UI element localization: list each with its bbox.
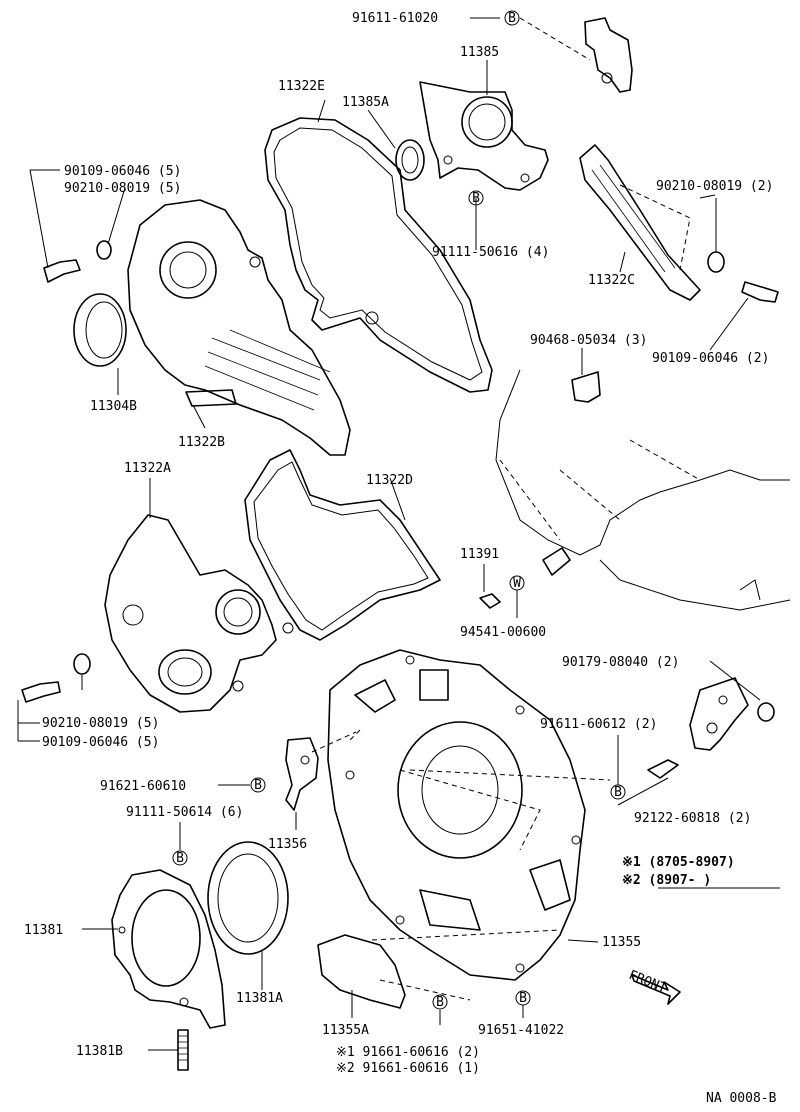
label-90109-06046-2: 90109-06046 (2) (652, 351, 769, 366)
part-upper-timing-cover (127, 199, 351, 456)
part-11322A-lower-cover (104, 514, 294, 713)
svg-text:B: B (176, 851, 184, 866)
label-11322B: 11322B (178, 435, 225, 450)
label-11322E: 11322E (278, 79, 325, 94)
legend-row-1: ※1 (8705-8907) (622, 855, 735, 870)
part-11355-end-plate (327, 649, 586, 981)
label-91111-50616-4: 91111-50616 (4) (432, 245, 549, 260)
label-11355: 11355 (602, 935, 641, 950)
bolt-right (741, 281, 779, 303)
label-90468-05034-3: 90468-05034 (3) (530, 333, 647, 348)
label-11391: 11391 (460, 547, 499, 562)
bolt-left-lower (21, 681, 61, 703)
label-90210-08019-5-lower: 90210-08019 (5) (42, 716, 159, 731)
part-11355A-cover (317, 934, 406, 1009)
label-91661-60616-2: ※1 91661-60616 (2) (336, 1045, 480, 1060)
part-11381B-pin (177, 1029, 189, 1071)
legend-row-2: ※2 (8907- ) (622, 873, 711, 888)
label-91611-60612-2: 91611-60612 (2) (540, 717, 657, 732)
label-11385: 11385 (460, 45, 499, 60)
marker-bolt-4: B (250, 777, 266, 793)
leader-lines (17, 17, 761, 1051)
figure-code: NA 0008-B (706, 1091, 777, 1106)
label-91661-60616-1: ※2 91661-60616 (1) (336, 1061, 480, 1076)
label-90109-06046-5-top: 90109-06046 (5) (64, 164, 181, 179)
part-90179-bracket (689, 677, 775, 751)
part-11356-bracket (285, 737, 319, 811)
stud-92122 (647, 759, 679, 779)
part-11385A-oil-seal (395, 139, 425, 181)
marker-bolt-3: B (610, 784, 626, 800)
bolt-11391 (479, 593, 501, 609)
label-90109-06046-5-lower: 90109-06046 (5) (42, 735, 159, 750)
marker-washer-1: W (509, 575, 525, 591)
label-11322A: 11322A (124, 461, 171, 476)
svg-text:B: B (614, 785, 622, 800)
front-arrow: FRONT (627, 968, 681, 1005)
svg-text:B: B (519, 991, 527, 1006)
bolt-and-washer-upper-left (43, 240, 112, 283)
label-11356: 11356 (268, 837, 307, 852)
front-label: FRONT (627, 968, 669, 997)
label-91611-61020: 91611-61020 (352, 11, 438, 26)
part-11304B-plug (73, 293, 127, 367)
part-11385-seal-retainer (419, 81, 549, 191)
date-legend: ※1 (8705-8907) ※2 (8907- ) (622, 855, 780, 889)
label-91621-60610: 91621-60610 (100, 779, 186, 794)
svg-text:B: B (436, 995, 444, 1010)
part-11381-retainer (111, 869, 226, 1029)
label-11322C: 11322C (588, 273, 635, 288)
label-91651-41022: 91651-41022 (478, 1023, 564, 1038)
part-11381A-oil-seal (207, 841, 289, 955)
part-11322E-gasket (264, 117, 493, 393)
svg-text:B: B (254, 778, 262, 793)
label-91111-50614-6: 91111-50614 (6) (126, 805, 243, 820)
label-90210-08019-2: 90210-08019 (2) (656, 179, 773, 194)
label-11381B: 11381B (76, 1044, 123, 1059)
svg-text:B: B (472, 191, 480, 206)
svg-text:W: W (513, 576, 521, 591)
svg-text:B: B (508, 11, 516, 26)
label-11304B: 11304B (90, 399, 137, 414)
part-11322C-guide (579, 144, 701, 301)
marker-bolt-6: B (515, 990, 531, 1006)
marker-bolt-5: B (172, 850, 188, 866)
marker-bolt-7: B (432, 994, 448, 1010)
label-11385A: 11385A (342, 95, 389, 110)
bracket-part (584, 17, 633, 93)
engine-block-outline (495, 369, 791, 611)
label-11381A: 11381A (236, 991, 283, 1006)
label-94541-00600: 94541-00600 (460, 625, 546, 640)
label-92122-60818-2: 92122-60818 (2) (634, 811, 751, 826)
marker-bolt-1: B (504, 10, 520, 26)
label-11381: 11381 (24, 923, 63, 938)
washer-left-lower (73, 653, 91, 675)
label-90210-08019-5-top: 90210-08019 (5) (64, 181, 181, 196)
label-90179-08040-2: 90179-08040 (2) (562, 655, 679, 670)
marker-bolt-2: B (468, 190, 484, 206)
label-11322D: 11322D (366, 473, 413, 488)
part-11322D-gasket (244, 449, 441, 641)
clip-90468 (571, 371, 601, 403)
label-11355A: 11355A (322, 1023, 369, 1038)
washer-right (707, 251, 725, 273)
